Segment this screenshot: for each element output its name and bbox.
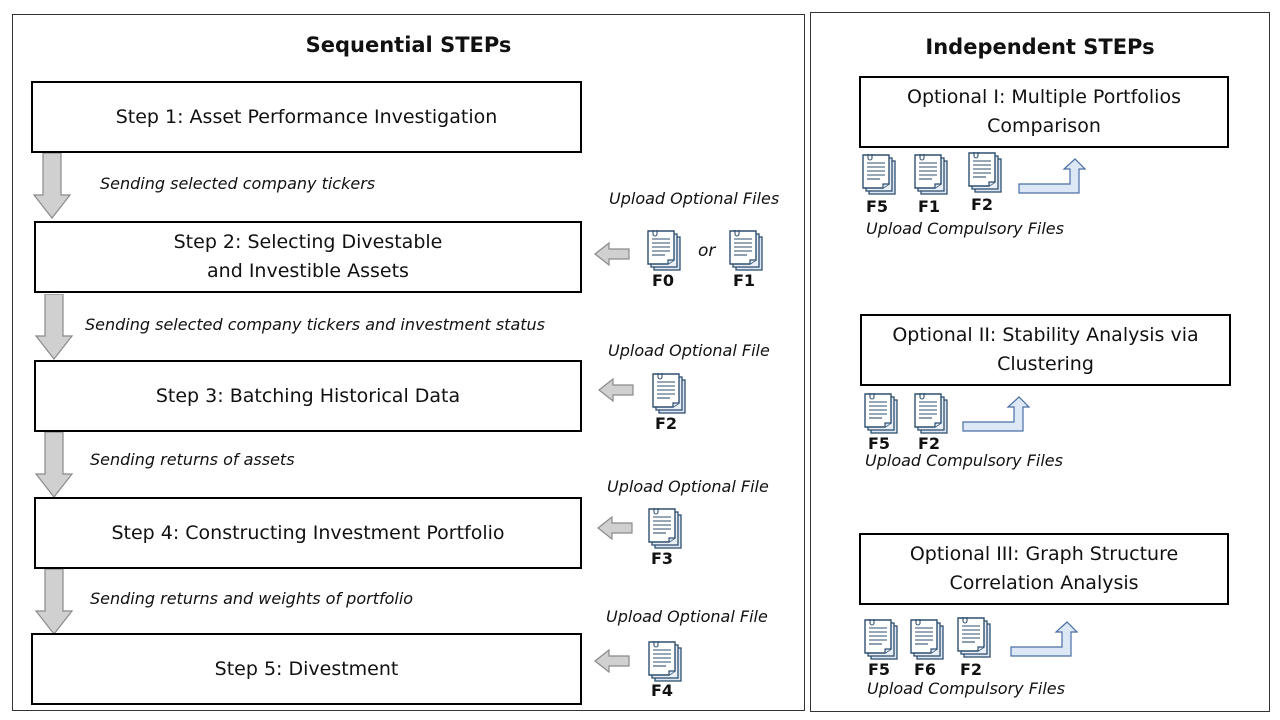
step1-box: Step 1: Asset Performance Investigation [31,81,582,153]
step2-box: Step 2: Selecting Divestable and Investib… [34,221,582,293]
optional2-line1: Optional II: Stability Analysis via [892,324,1199,346]
left-arrow-4 [597,515,633,541]
arrow2-label: Sending selected company tickers and inv… [85,315,545,334]
left-arrow-5 [594,648,630,674]
file-tag-opt1-f1: F1 [917,197,941,216]
down-arrow-2 [34,294,74,360]
optional3-upload-label: Upload Compulsory Files [867,679,1065,698]
down-arrow-3 [34,432,74,498]
independent-title: Independent STEPs [925,35,1155,59]
step1-label: Step 1: Asset Performance Investigation [115,105,498,128]
down-arrow-1 [32,153,72,219]
step4-label: Step 4: Constructing Investment Portfoli… [111,521,505,544]
or-label: or [698,241,716,261]
document-icon-f3 [646,508,686,552]
link-arrow-opt3 [1010,621,1078,657]
step2-line2: and Investible Assets [207,260,409,282]
left-arrow-3 [598,377,634,403]
document-icon-f4 [646,641,686,685]
optional3-line1: Optional III: Graph Structure [909,543,1179,565]
sequential-steps-panel: Sequential STEPs [12,14,805,711]
document-icon-opt1-f1 [912,154,952,198]
file-tag-f2: F2 [654,414,678,433]
step3-box: Step 3: Batching Historical Data [34,360,582,432]
sequential-title: Sequential STEPs [305,33,512,57]
upload4-label: Upload Optional File [607,477,769,496]
file-tag-opt1-f2: F2 [970,195,994,214]
independent-steps-panel: Independent STEPs [810,12,1270,712]
upload2-label: Upload Optional Files [609,189,780,208]
file-tag-opt2-f5: F5 [867,434,891,453]
document-icon-f2 [650,373,690,417]
down-arrow-4 [34,569,74,635]
left-arrow-2 [594,241,630,267]
document-icon-f0 [645,230,685,274]
step5-label: Step 5: Divestment [214,657,399,680]
document-icon-opt2-f5 [862,393,902,437]
file-tag-opt2-f2: F2 [917,434,941,453]
file-tag-f3: F3 [650,549,674,568]
optional1-upload-label: Upload Compulsory Files [866,219,1064,238]
file-tag-opt3-f6: F6 [913,660,937,679]
document-icon-opt3-f6 [908,619,948,663]
optional2-line2: Clustering [997,353,1094,375]
optional1-line2: Comparison [987,115,1101,137]
document-icon-opt3-f2 [955,617,995,661]
file-tag-f0: F0 [651,271,675,290]
document-icon-opt2-f2 [912,393,952,437]
step3-label: Step 3: Batching Historical Data [155,384,461,407]
optional3-line2: Correlation Analysis [949,572,1139,594]
step2-line1: Step 2: Selecting Divestable [173,231,443,253]
file-tag-opt1-f5: F5 [865,197,889,216]
document-icon-opt1-f5 [860,154,900,198]
step5-box: Step 5: Divestment [31,633,582,705]
upload3-label: Upload Optional File [608,341,770,360]
link-arrow-opt2 [962,396,1030,432]
document-icon-opt3-f5 [862,619,902,663]
optional1-line1: Optional I: Multiple Portfolios [907,86,1181,108]
file-tag-f1: F1 [732,271,756,290]
file-tag-f4: F4 [650,681,674,700]
file-tag-opt3-f2: F2 [959,660,983,679]
upload5-label: Upload Optional File [606,607,768,626]
step4-box: Step 4: Constructing Investment Portfoli… [34,497,582,569]
file-tag-opt3-f5: F5 [867,660,891,679]
document-icon-opt1-f2 [966,152,1006,196]
arrow4-label: Sending returns and weights of portfolio [90,589,414,608]
arrow1-label: Sending selected company tickers [100,174,376,193]
document-icon-f1 [727,230,767,274]
optional2-upload-label: Upload Compulsory Files [865,451,1063,470]
arrow3-label: Sending returns of assets [90,450,295,469]
link-arrow-opt1 [1018,158,1086,194]
